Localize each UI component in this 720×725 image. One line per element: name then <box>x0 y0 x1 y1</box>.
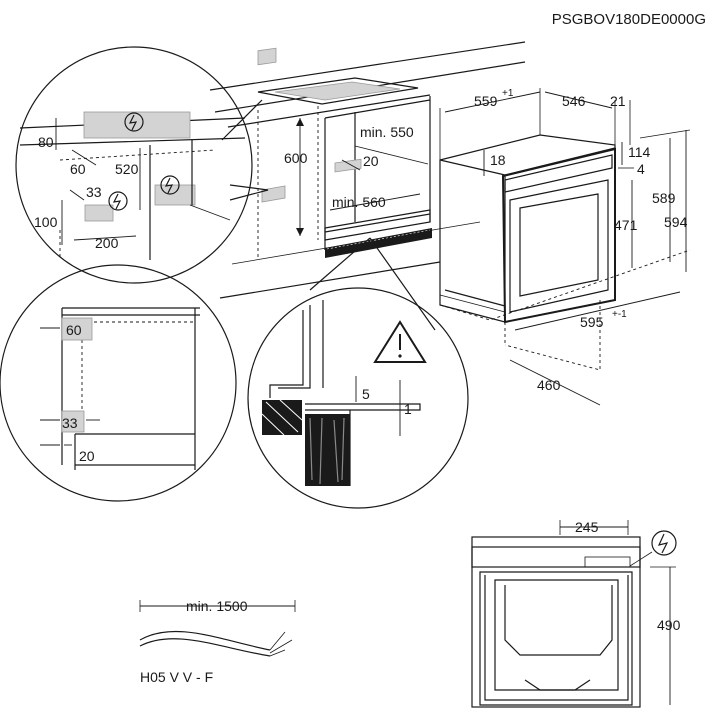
dim-200: 200 <box>95 235 119 251</box>
detail-circle-ventilation <box>247 287 469 509</box>
dim-460: 460 <box>537 377 561 393</box>
dim-min-550: min. 550 <box>360 124 414 140</box>
cabinet-drawing <box>209 41 526 299</box>
oven-door-window <box>519 193 599 297</box>
warning-triangle-icon <box>373 320 427 363</box>
dim-1: 1 <box>404 401 412 417</box>
detail-connection-contents <box>19 111 246 260</box>
dim-594: 594 <box>664 214 688 230</box>
dim-33-top: 33 <box>86 184 102 200</box>
dim-245: 245 <box>575 519 599 535</box>
dim-min-1500: min. 1500 <box>186 598 248 614</box>
model-code: PSGBOV180DE0000G <box>552 11 706 28</box>
cooktop-grey <box>274 81 401 101</box>
dim-595: 595 <box>580 314 604 330</box>
dim-559-tolerance: +1 <box>502 88 514 99</box>
dim-5: 5 <box>362 386 370 402</box>
electric-connection-icon <box>651 530 677 556</box>
detail-circle-connection <box>15 46 253 284</box>
dim-589: 589 <box>652 190 676 206</box>
detail-circle-side <box>0 264 237 502</box>
dim-60-side: 60 <box>66 322 82 338</box>
ventilation-strip <box>325 228 432 258</box>
power-cable-drawing <box>139 630 293 657</box>
cooktop-cutout <box>257 77 419 105</box>
dim-490: 490 <box>657 617 681 633</box>
dim-21: 21 <box>610 93 626 109</box>
electric-connection-icon <box>108 191 128 211</box>
oven-drawing <box>439 134 691 371</box>
oven-control-panel <box>504 154 613 193</box>
electric-connection-icon <box>160 175 180 195</box>
dim-100: 100 <box>34 214 58 230</box>
dim-33-side: 33 <box>62 415 78 431</box>
detail-side-contents <box>61 307 200 470</box>
dim-18: 18 <box>490 152 506 168</box>
dim-471: 471 <box>614 217 638 233</box>
detail-ventilation-contents <box>261 300 421 486</box>
dim-80: 80 <box>38 134 54 150</box>
dim-4: 4 <box>637 161 645 177</box>
dim-114: 114 <box>628 144 651 160</box>
dim-60-top: 60 <box>70 161 86 177</box>
dim-546: 546 <box>562 93 586 109</box>
oven-rear-view <box>471 536 641 708</box>
dim-600: 600 <box>284 150 308 166</box>
cable-type-label: H05 V V - F <box>140 669 213 685</box>
dim-min-560: min. 560 <box>332 194 386 210</box>
dim-20-cabinet: 20 <box>363 153 379 169</box>
dim-520: 520 <box>115 161 139 177</box>
dim-559: 559 <box>474 93 498 109</box>
electric-connection-icon <box>124 112 144 132</box>
dim-595-tolerance: +-1 <box>612 309 627 320</box>
dim-20-side: 20 <box>79 448 95 464</box>
